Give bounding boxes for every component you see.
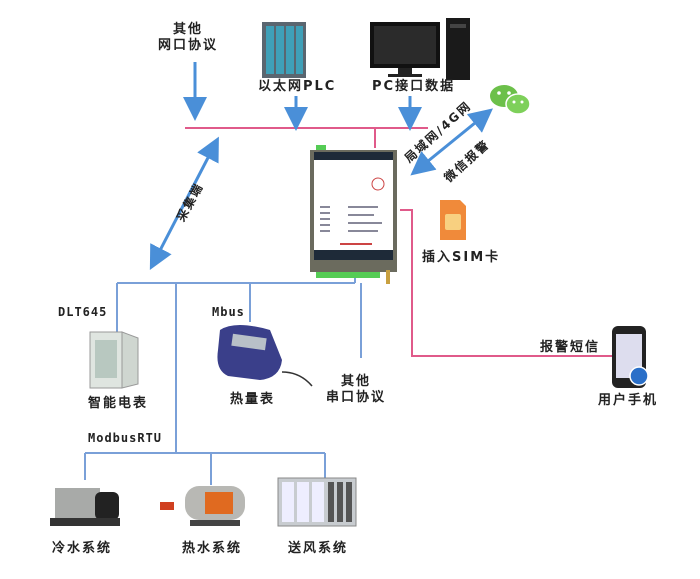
phone-icon — [612, 326, 649, 388]
label-mbus: Mbus — [212, 305, 245, 319]
air-supply-unit-image — [277, 477, 357, 527]
label-other-network-protocol: 其他网口协议 — [158, 22, 219, 53]
smart-meter-cabinet-image — [89, 331, 139, 389]
label-alarm-sms: 报警短信 — [540, 340, 601, 355]
pc-image — [370, 18, 470, 80]
gateway-device — [310, 145, 397, 284]
wechat-icon — [490, 85, 531, 115]
label-heat-meter: 热量表 — [230, 392, 276, 407]
label-other-serial-protocol: 其他串口协议 — [326, 374, 387, 405]
chiller-image — [50, 488, 120, 526]
label-chilled-water-system: 冷水系统 — [52, 541, 113, 556]
label-smart-meter: 智能电表 — [88, 396, 149, 411]
label-user-phone: 用户手机 — [598, 393, 659, 408]
label-insert-sim: 插入SIM卡 — [422, 250, 501, 265]
label-modbus-rtu: ModbusRTU — [88, 431, 163, 445]
arrow-lan-4g — [410, 108, 493, 176]
sim-card-icon — [440, 200, 466, 240]
serial-bus — [84, 275, 362, 485]
label-pc-interface: PC接口数据 — [372, 79, 456, 94]
boiler-image — [160, 486, 245, 526]
label-dlt645: DLT645 — [58, 305, 108, 319]
heat-meter-image — [217, 325, 313, 387]
label-ethernet-plc: 以太网PLC — [258, 79, 337, 94]
plc-image — [262, 22, 306, 78]
sms-line — [400, 209, 620, 357]
label-hot-water-system: 热水系统 — [182, 541, 243, 556]
arrow-collector — [149, 136, 219, 270]
label-air-supply-system: 送风系统 — [288, 541, 349, 556]
